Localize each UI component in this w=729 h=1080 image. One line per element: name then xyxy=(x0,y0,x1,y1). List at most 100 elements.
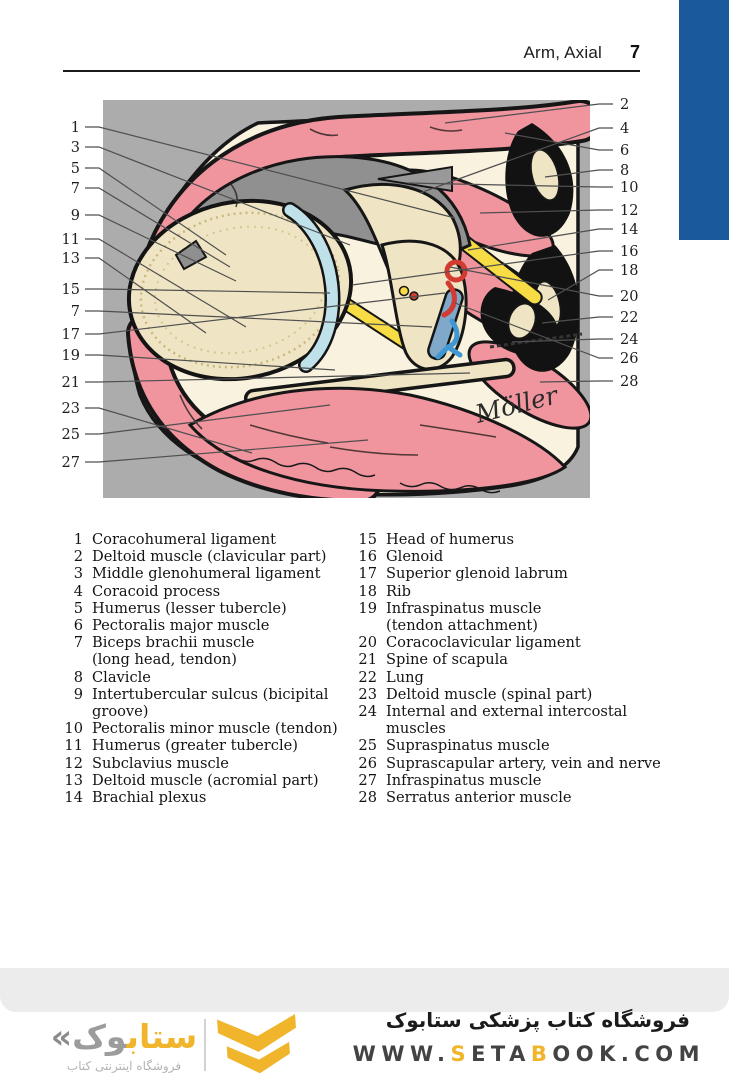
legend-item-text: Coracoid process xyxy=(92,582,221,600)
figure-label-number: 15 xyxy=(62,282,80,298)
legend-item-number: 27 xyxy=(358,771,377,789)
legend-item-text: Supraspinatus muscle xyxy=(386,737,550,755)
figure-labels: 1357911131571719212325272468101214161820… xyxy=(62,97,639,471)
legend-item-number: 6 xyxy=(73,617,83,635)
logo-chevrons-glyph: « xyxy=(50,1016,73,1056)
logo-wordmark-wrap: ستابوک« فروشگاه اینترنتی کتاب xyxy=(50,1016,198,1073)
figure-leader-line xyxy=(351,250,613,286)
url-part: B xyxy=(530,1042,553,1066)
suprascapular-vessels xyxy=(398,259,468,360)
legend-item: 20 Coracoclavicular ligament xyxy=(357,634,697,651)
url-part: S xyxy=(450,1042,472,1066)
legend-item-text: Coracoclavicular ligament xyxy=(386,634,581,652)
legend-item-number: 4 xyxy=(73,582,83,600)
legend-item-number: 23 xyxy=(358,685,377,703)
figure-leader-line xyxy=(85,288,331,294)
setabook-logo: ستابوک« فروشگاه اینترنتی کتاب xyxy=(50,1014,301,1076)
artery xyxy=(444,259,468,283)
legend-item: 11 Humerus (greater tubercle) xyxy=(63,737,353,754)
legend-item-text: Brachial plexus xyxy=(92,789,207,807)
legend-item-text: Intertubercular sulcus (bicipital groove… xyxy=(92,685,329,721)
figure-label-number: 7 xyxy=(71,304,80,320)
double-chevron-icon xyxy=(217,1014,296,1074)
legend-item: 18 Rib xyxy=(357,583,697,600)
figure-label-number: 8 xyxy=(620,163,629,179)
legend-item-number: 11 xyxy=(64,737,83,755)
legend-item: 6 Pectoralis major muscle xyxy=(63,617,353,634)
footer-band xyxy=(0,968,729,1012)
intercostal-hatch xyxy=(489,332,583,349)
figure-label-number: 10 xyxy=(620,180,638,196)
figure-leader-line xyxy=(444,103,613,124)
figure-leader-line xyxy=(407,182,613,188)
figure-label-number: 5 xyxy=(71,161,80,177)
legend-item-number: 21 xyxy=(358,651,377,669)
pectoralis-minor-tendon xyxy=(377,165,453,193)
figure-leader-line xyxy=(85,146,351,246)
legend-item-number: 7 xyxy=(73,634,83,652)
legend-item-text: Humerus (lesser tubercle) xyxy=(92,599,287,617)
legend-item-text: Pectoralis major muscle xyxy=(92,617,270,635)
skin-texture xyxy=(234,456,501,494)
figure-leader-line xyxy=(541,316,613,324)
legend-item-text: Superior glenoid labrum xyxy=(386,565,568,583)
legend-item-text: Deltoid muscle (clavicular part) xyxy=(92,548,327,566)
legend-item-text: Humerus (greater tubercle) xyxy=(92,737,298,755)
figure-leader-line xyxy=(547,269,613,301)
page-title: Arm, Axial xyxy=(523,43,602,62)
figure-leader-line xyxy=(85,372,471,383)
figure-label-number: 17 xyxy=(62,327,80,343)
logo-tagline: فروشگاه اینترنتی کتاب xyxy=(66,1058,182,1073)
figure-leader-line xyxy=(539,380,613,383)
legend-item-text: Head of humerus xyxy=(386,531,515,548)
figure-leader-line xyxy=(454,302,613,359)
vein xyxy=(435,318,463,360)
muscle-striations xyxy=(179,126,497,456)
legend-item-number: 1 xyxy=(73,531,83,548)
legend-item-number: 18 xyxy=(358,582,377,600)
figure-leader-line xyxy=(544,169,613,178)
legend-item-number: 28 xyxy=(358,789,377,807)
legend-item-text: Lung xyxy=(386,668,424,686)
muscle-upper-band xyxy=(138,100,590,297)
legend-item-number: 5 xyxy=(73,599,83,617)
figure-label-number: 18 xyxy=(620,263,638,279)
legend-item-number: 14 xyxy=(64,789,83,807)
lung-region xyxy=(480,123,580,372)
legend-item-text: Infraspinatus muscle (tendon attachment) xyxy=(386,599,542,635)
legend-item-text: Rib xyxy=(386,582,411,600)
figure-label-number: 28 xyxy=(620,374,638,390)
legend-item-text: Middle glenohumeral ligament xyxy=(92,565,321,583)
figure-label-number: 2 xyxy=(620,97,629,113)
legend-item-number: 13 xyxy=(64,771,83,789)
cartilage-ring xyxy=(284,204,338,371)
figure-label-number: 6 xyxy=(620,143,629,159)
figure-leader-line xyxy=(85,439,369,463)
legend-item-number: 20 xyxy=(358,634,377,652)
chapter-tab xyxy=(679,0,729,240)
legend-item: 14 Brachial plexus xyxy=(63,789,353,806)
figure-leader-line xyxy=(85,354,336,371)
figure-leader-line xyxy=(467,228,613,251)
legend-item: 21 Spine of scapula xyxy=(357,651,697,668)
page-header: Arm, Axial 7 xyxy=(523,42,640,63)
legend-item-text: Spine of scapula xyxy=(386,651,508,669)
legend-item-number: 12 xyxy=(64,754,83,772)
figure-leader-line xyxy=(419,127,613,194)
figure-leader-line xyxy=(85,238,247,328)
logo-wordmark-gray: وک xyxy=(72,1016,127,1056)
